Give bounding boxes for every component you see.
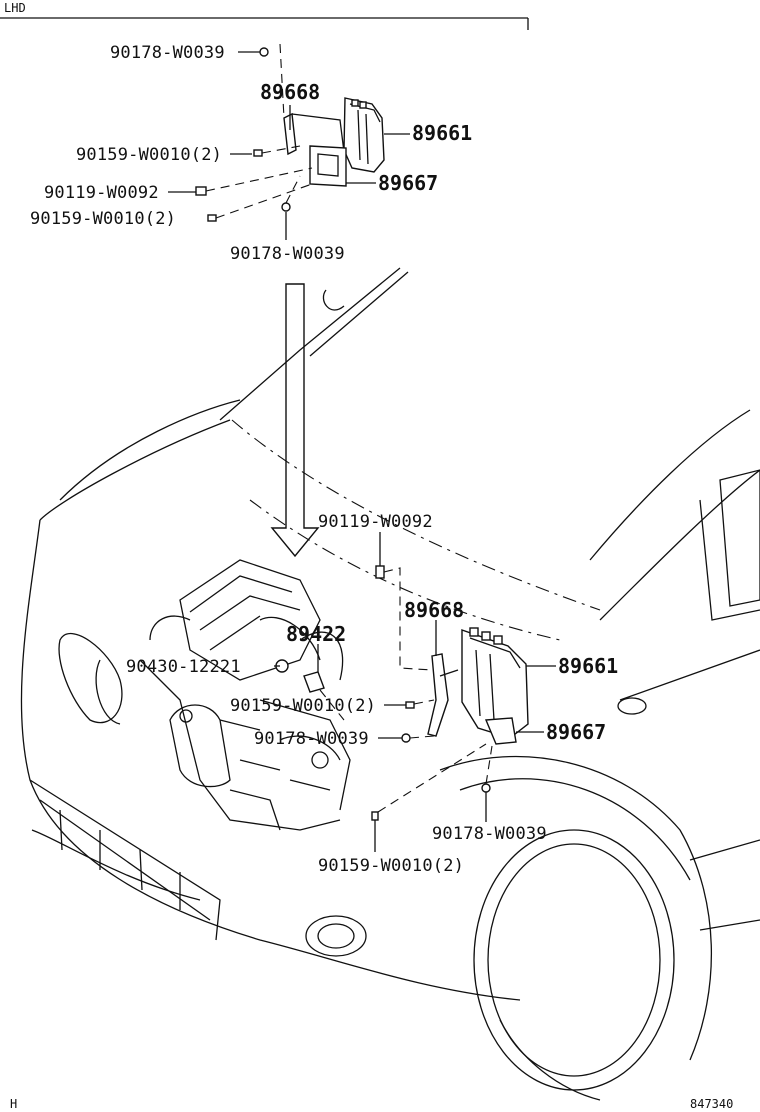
callout-label: 90119-W0092 — [44, 183, 159, 203]
callout-label: 90178-W0039 — [230, 244, 345, 264]
lower-bracket-upper — [309, 145, 347, 187]
screw-icon — [405, 701, 415, 709]
callout-label: 90430-12221 — [126, 657, 241, 677]
illustration-number: 847340 — [690, 1097, 733, 1111]
callout-label: 89661 — [412, 121, 472, 145]
screw-icon — [371, 811, 379, 821]
upper-detail-view: 90178-W0039 89668 89661 90159-W0010(2) 9… — [30, 43, 472, 264]
callout-label: 90159-W0010(2) — [230, 696, 376, 716]
bolt-icon — [195, 186, 207, 196]
bracket-lower — [427, 653, 459, 737]
callout-label: 90178-W0039 — [432, 824, 547, 844]
detail-arrow-icon — [270, 283, 320, 558]
header-frame: LHD — [0, 1, 529, 30]
callout-label: 90178-W0039 — [110, 43, 225, 63]
callout-label: 89667 — [378, 171, 438, 195]
callout-label: 89668 — [404, 598, 464, 622]
callout-label: 89661 — [558, 654, 618, 678]
callout-label: 90159-W0010(2) — [318, 856, 464, 876]
ecu-unit-upper — [343, 97, 385, 173]
callout-label: 90178-W0039 — [254, 729, 369, 749]
nut-icon — [401, 733, 411, 743]
nut-icon — [281, 202, 291, 212]
ecu-unit-lower — [461, 627, 529, 739]
bolt-icon — [375, 565, 385, 579]
callout-label: 90159-W0010(2) — [76, 145, 222, 165]
lower-detail-view: 90119-W0092 89668 89422 90430-12221 8966… — [126, 512, 618, 876]
screw-icon — [207, 214, 217, 222]
variant-label: LHD — [4, 1, 26, 15]
sensor-89422 — [303, 660, 325, 693]
nut-icon — [259, 47, 269, 57]
screw-icon — [253, 149, 263, 157]
lower-bracket-lower — [484, 717, 517, 745]
callout-label: 89667 — [546, 720, 606, 744]
callout-label: 89422 — [286, 622, 346, 646]
vehicle-body — [20, 267, 760, 1101]
callout-label: 89668 — [260, 80, 320, 104]
nut-icon — [481, 783, 491, 793]
footer-left-code: H — [10, 1097, 17, 1111]
callout-label: 90119-W0092 — [318, 512, 433, 532]
bracket-upper — [283, 112, 345, 156]
callout-label: 90159-W0010(2) — [30, 209, 176, 229]
engine-assembly — [139, 559, 351, 831]
